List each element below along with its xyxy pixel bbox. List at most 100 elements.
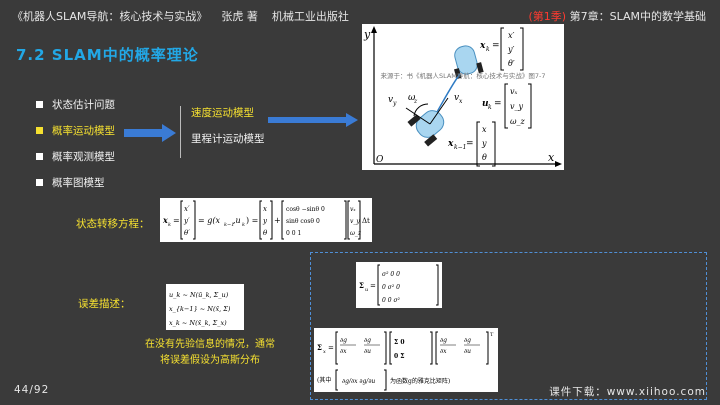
svg-text:∂x: ∂x xyxy=(440,348,447,355)
svg-text:∂u: ∂u xyxy=(364,348,371,355)
svg-text:= g(x: = g(x xyxy=(198,216,220,225)
svg-text:vₓ: vₓ xyxy=(350,206,356,213)
download-link[interactable]: 课件下载：www.xiihoo.com xyxy=(549,386,706,398)
svg-text:v: v xyxy=(388,95,393,105)
svg-text:x: x xyxy=(162,215,168,225)
chapter-title: 第7章：SLAM中的数学基础 xyxy=(569,10,706,23)
book-title: 《机器人SLAM导航：核心技术与实战》 xyxy=(12,10,208,23)
svg-text:k−1: k−1 xyxy=(454,144,466,151)
svg-text:x: x xyxy=(323,349,326,355)
odometry-motion-model[interactable]: 里程计运动模型 xyxy=(191,133,265,145)
axis-x-label: x xyxy=(548,151,555,164)
svg-text:θ′: θ′ xyxy=(184,229,190,237)
svg-text:=: = xyxy=(492,41,500,51)
svg-text:x_{k−1} ~ N(x̄, Σ): x_{k−1} ~ N(x̄, Σ) xyxy=(169,305,231,313)
header-chapter-info: (第1季) 第7章：SLAM中的数学基础 xyxy=(529,8,706,24)
svg-text:=: = xyxy=(370,282,376,290)
svg-text:ω: ω xyxy=(408,93,416,103)
svg-text:x: x xyxy=(459,98,463,105)
svg-text:y′: y′ xyxy=(183,217,190,225)
svg-text:ω_z: ω_z xyxy=(510,117,526,126)
svg-text:v: v xyxy=(454,93,459,103)
svg-text:x_k ~ N(x̄_k, Σ_x): x_k ~ N(x̄_k, Σ_x) xyxy=(169,319,227,327)
svg-text:∂x: ∂x xyxy=(340,348,347,355)
svg-text:Σ: Σ xyxy=(359,281,364,290)
svg-text:y: y xyxy=(262,217,268,225)
axis-y-label: y xyxy=(363,28,371,41)
svg-text:∂u: ∂u xyxy=(464,348,471,355)
lesson-tag: (第1季) xyxy=(528,10,567,23)
section-title: 7.2 SLAM中的概率理论 xyxy=(16,46,199,64)
svg-text:x: x xyxy=(263,205,267,213)
svg-text:x′: x′ xyxy=(508,31,515,40)
svg-text:=: = xyxy=(328,344,334,352)
svg-text:v_y: v_y xyxy=(350,218,360,225)
topic-list: 状态估计问题 概率运动模型 概率观测模型 概率图模型 xyxy=(36,98,115,202)
svg-text:ω_z: ω_z xyxy=(350,230,362,237)
svg-text:∂g: ∂g xyxy=(464,337,471,344)
gaussian-assumption-note: 在没有先验信息的情况，通常 将误差假设为高斯分布 xyxy=(120,337,300,369)
topic-graphical-model[interactable]: 概率图模型 xyxy=(36,176,115,202)
svg-text:x: x xyxy=(482,125,487,134)
svg-text:0 σ² 0: 0 σ² 0 xyxy=(382,284,400,291)
svg-text:y: y xyxy=(392,100,397,107)
svg-text:Δt: Δt xyxy=(362,217,370,225)
svg-text:u: u xyxy=(482,99,489,109)
svg-text:0 0 σ²: 0 0 σ² xyxy=(382,297,401,304)
svg-text:v_y: v_y xyxy=(510,102,524,111)
svg-text:Σ: Σ xyxy=(317,343,322,352)
svg-text:=: = xyxy=(494,99,502,109)
state-transition-label: 状态转移方程： xyxy=(76,218,150,230)
origin-label: O xyxy=(376,155,384,165)
svg-text:0 0 1: 0 0 1 xyxy=(286,230,301,237)
svg-text:∂g/∂x ∂g/∂u: ∂g/∂x ∂g/∂u xyxy=(342,378,375,385)
svg-text:k−1: k−1 xyxy=(224,222,234,228)
svg-text:Σ 0: Σ 0 xyxy=(394,339,405,346)
svg-text:y′: y′ xyxy=(507,45,515,54)
svg-text:∂g: ∂g xyxy=(340,337,347,344)
motion-model-options: 速度运动模型 里程计运动模型 xyxy=(180,106,265,158)
svg-text:θ: θ xyxy=(482,153,487,162)
svg-text:σ² 0 0: σ² 0 0 xyxy=(382,271,400,278)
svg-text:=: = xyxy=(173,216,180,225)
robot-motion-figure: y x O v x v y ω xyxy=(362,24,564,170)
note-line-1: 在没有先验信息的情况，通常 xyxy=(145,339,275,350)
arrow-right-icon xyxy=(124,124,176,142)
state-transition-equation: x k = x′ y′ θ′ = g(x k−1 ,u k ) = x y θ … xyxy=(160,198,372,242)
svg-text:) =: ) = xyxy=(246,216,258,225)
velocity-motion-model[interactable]: 速度运动模型 xyxy=(191,107,254,119)
svg-text:z: z xyxy=(413,98,418,105)
topic-motion-model[interactable]: 概率运动模型 xyxy=(36,124,115,150)
svg-text:∂g: ∂g xyxy=(440,337,447,344)
topic-observation-model[interactable]: 概率观测模型 xyxy=(36,150,115,176)
svg-text:∂g: ∂g xyxy=(364,337,371,344)
header-book-info: 《机器人SLAM导航：核心技术与实战》 张虎 著 机械工业出版社 xyxy=(12,8,349,24)
svg-text:为函数g的雅克比矩阵): 为函数g的雅克比矩阵) xyxy=(390,377,450,385)
svg-text:cosθ −sinθ 0: cosθ −sinθ 0 xyxy=(286,206,325,213)
svg-text:k: k xyxy=(488,104,492,111)
svg-text:θ: θ xyxy=(263,229,268,237)
error-label: 误差描述： xyxy=(78,298,131,310)
svg-text:k: k xyxy=(242,222,245,228)
note-line-2: 将误差假设为高斯分布 xyxy=(160,355,260,366)
robot-diagram: y x O v x v y ω xyxy=(363,26,562,167)
svg-text:vₓ: vₓ xyxy=(510,87,518,96)
svg-text:x: x xyxy=(447,139,454,149)
covariance-panel xyxy=(310,252,707,400)
svg-text:=: = xyxy=(466,139,474,149)
svg-text:sinθ cosθ 0: sinθ cosθ 0 xyxy=(286,218,320,225)
jacobian-covariance-equation: Σ x = ∂g ∂x ∂g ∂u Σ 0 0 Σ ∂g ∂x ∂g ∂u T xyxy=(314,328,498,392)
page-number: 44/92 xyxy=(14,384,50,396)
svg-text:u: u xyxy=(365,287,368,293)
covariance-matrix: Σ u = σ² 0 0 0 σ² 0 0 0 σ² xyxy=(356,262,442,308)
error-distribution-equations: u_k ~ N(ū_k, Σ_u) x_{k−1} ~ N(x̄, Σ) x_k… xyxy=(166,284,244,330)
svg-text:k: k xyxy=(486,46,490,53)
topic-state-estimation[interactable]: 状态估计问题 xyxy=(36,98,115,124)
svg-text:u_k ~ N(ū_k, Σ_u): u_k ~ N(ū_k, Σ_u) xyxy=(169,291,229,299)
svg-text:θ′: θ′ xyxy=(508,59,515,68)
arrow-right-icon xyxy=(268,113,358,127)
svg-text:x′: x′ xyxy=(184,205,190,213)
svg-text:+: + xyxy=(274,216,281,225)
svg-text:(其中: (其中 xyxy=(317,376,331,384)
